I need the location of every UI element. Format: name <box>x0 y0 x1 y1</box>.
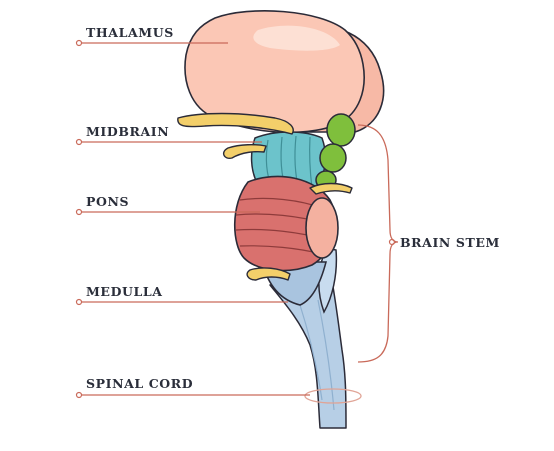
label-spinal-cord: SPINAL CORD <box>86 376 193 391</box>
cranial-nerves <box>177 112 353 281</box>
midbrain-nerve <box>222 143 267 160</box>
optic-nerve <box>177 112 294 135</box>
spinal-cord <box>269 269 362 429</box>
pons <box>233 175 339 272</box>
brain-stem-bracket <box>357 124 399 363</box>
label-midbrain: MIDBRAIN <box>86 124 169 139</box>
brain-stem-dot <box>388 238 396 246</box>
label-thalamus: THALAMUS <box>86 25 174 40</box>
thalamus <box>184 10 385 134</box>
label-brain-stem: BRAIN STEM <box>400 235 500 250</box>
pons-nerve-right <box>309 182 353 195</box>
leader-lines <box>75 39 310 399</box>
label-medulla: MEDULLA <box>86 284 163 299</box>
label-pons: PONS <box>86 194 129 209</box>
spinal-cord-ring <box>304 388 362 404</box>
medulla-nerve <box>246 267 291 281</box>
pons-side-bulge <box>305 197 339 259</box>
